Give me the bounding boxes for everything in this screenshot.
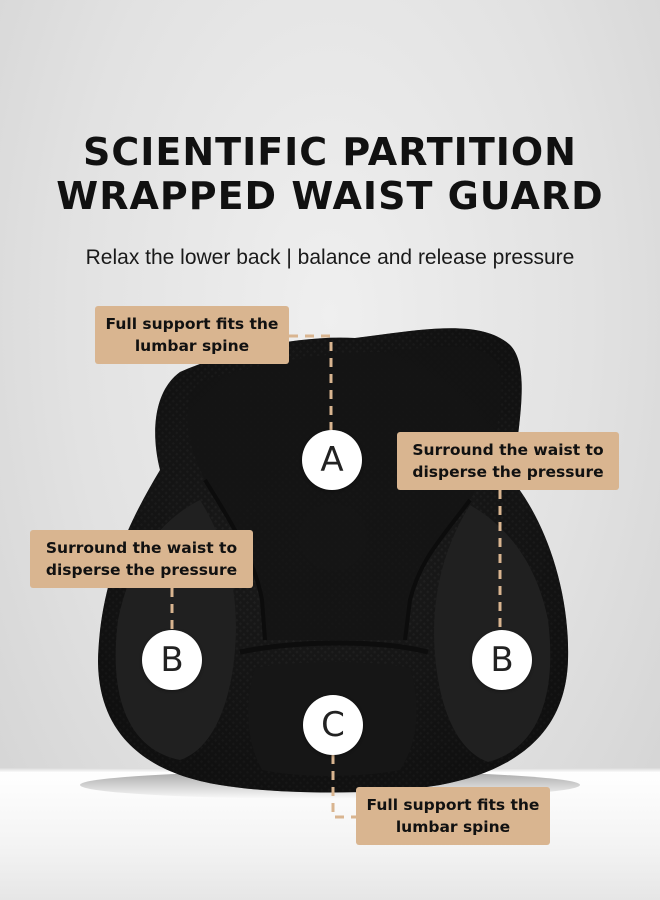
callout-lumbar-support-bottom: Full support fits the lumbar spine [356,787,550,845]
cushion-upper-panel [187,346,502,640]
callout-waist-surround-left: Surround the waist to disperse the press… [30,530,253,588]
callout-waist-surround-right: Surround the waist to disperse the press… [397,432,619,490]
zone-marker-b-left: B [142,630,202,690]
callout-text-line-1: Full support fits the [366,796,540,814]
callout-text-line-1: Surround the waist to [45,539,238,557]
zone-marker-c: C [303,695,363,755]
callout-text-line-1: Full support fits the [105,315,279,333]
callout-text-line-2: lumbar spine [134,337,250,355]
callout-text-line-1: Surround the waist to [412,441,604,459]
page-title-line-1: SCIENTIFIC PARTITION [83,130,577,174]
callout-text-line-2: disperse the pressure [45,561,238,579]
callout-text-line-2: disperse the pressure [412,463,604,481]
zone-marker-b-right: B [472,630,532,690]
page-title-line-2: WRAPPED WAIST GUARD [56,174,604,218]
callout-text-line-2: lumbar spine [395,818,511,836]
zone-marker-a: A [302,430,362,490]
page-subtitle: Relax the lower back | balance and relea… [85,246,575,269]
callout-lumbar-support-top: Full support fits the lumbar spine [95,306,289,364]
